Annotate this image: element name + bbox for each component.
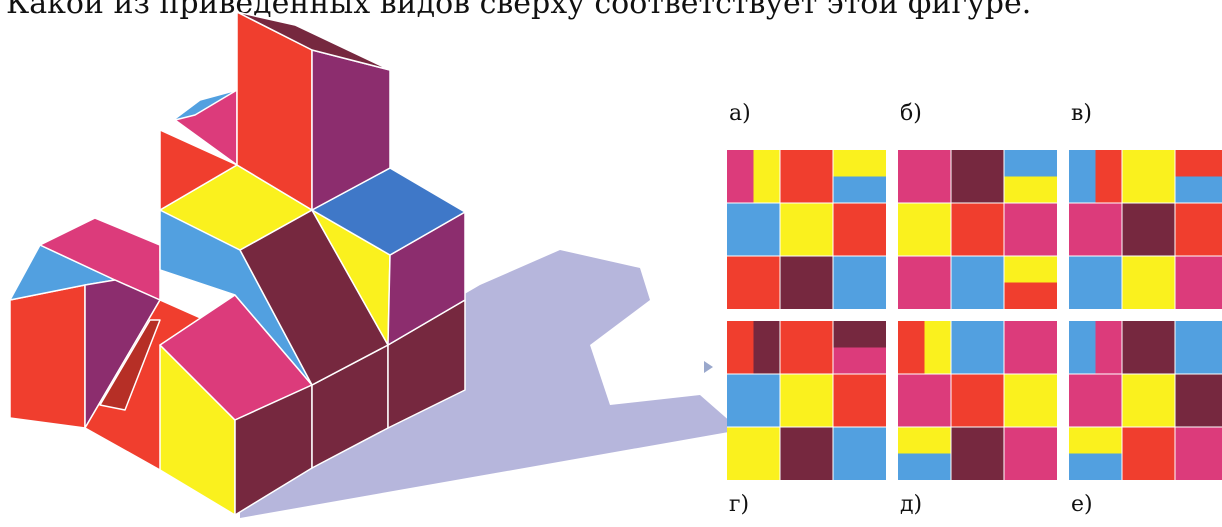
grid-cell-part [727, 321, 754, 374]
grid-cell-part [753, 321, 780, 374]
small-arrow-icon [704, 361, 713, 373]
left-dark-slope [99, 319, 161, 411]
grid-cell-part [1069, 427, 1122, 454]
grid-cell [1004, 427, 1057, 480]
grid-cell-part [1175, 150, 1222, 177]
grid-cell-part [1095, 321, 1122, 374]
tower-blue-top [159, 89, 238, 131]
grid-cell [951, 427, 1004, 480]
option-label: е) [1071, 492, 1093, 517]
isometric-figure [9, 11, 466, 516]
grid-cell [898, 256, 951, 309]
grid-cell [780, 150, 833, 203]
grid-cell [1122, 427, 1175, 480]
figure-shadow [240, 250, 740, 518]
grid-cell-part [1175, 176, 1222, 203]
grid-cell [1004, 321, 1057, 374]
grid-cell-part [924, 321, 951, 374]
grid-cell [833, 203, 886, 256]
grid-cell [780, 374, 833, 427]
option-label: б) [900, 101, 922, 126]
grid-cell [727, 374, 780, 427]
grid-cell-part [833, 321, 886, 348]
grid-cell-part [898, 453, 951, 480]
grid-cell-part [1069, 321, 1096, 374]
answer-options: а) б) в) г) д) е) [727, 101, 1222, 517]
grid-cell [898, 374, 951, 427]
left-block-front [9, 284, 86, 429]
grid-cell [1122, 321, 1175, 374]
grid-cell-part [1095, 150, 1122, 203]
grid-cell [1122, 374, 1175, 427]
grid-cell [1004, 374, 1057, 427]
grid-cell-part [1069, 453, 1122, 480]
grid-cell-part [833, 176, 886, 203]
grid-cell [780, 427, 833, 480]
grid-cell [1069, 203, 1122, 256]
grid-cell [1122, 256, 1175, 309]
option-grid-2[interactable]: б) [898, 101, 1057, 309]
grid-cell [780, 256, 833, 309]
grid-cell [1175, 427, 1222, 480]
option-grid-3[interactable]: в) [1069, 101, 1222, 309]
grid-cell [1122, 203, 1175, 256]
grid-cell [951, 374, 1004, 427]
grid-cell [1069, 256, 1122, 309]
grid-cell [833, 256, 886, 309]
option-grid-1[interactable]: а) [727, 101, 886, 309]
grid-cell [951, 321, 1004, 374]
grid-cell-part [727, 150, 754, 203]
grid-cell [1175, 203, 1222, 256]
grid-cell [1175, 374, 1222, 427]
option-grid-4[interactable]: г) [727, 321, 886, 517]
grid-cell-part [1069, 150, 1096, 203]
grid-cell-part [1004, 150, 1057, 177]
left-roof-back [39, 217, 161, 301]
grid-cell [780, 321, 833, 374]
tower-red-left [159, 129, 238, 211]
grid-cell [780, 203, 833, 256]
grid-cell [951, 203, 1004, 256]
grid-cell [898, 150, 951, 203]
grid-cell [1004, 203, 1057, 256]
grid-cell [727, 203, 780, 256]
grid-cell [898, 203, 951, 256]
grid-cell [727, 427, 780, 480]
grid-cell [951, 150, 1004, 203]
grid-cell-part [1004, 256, 1057, 283]
grid-cell [1175, 256, 1222, 309]
question-text: Какой из приведенных видов сверху соотве… [6, 0, 1032, 21]
option-grid-6[interactable]: е) [1069, 321, 1222, 517]
option-label: в) [1071, 101, 1092, 126]
grid-cell-part [1004, 282, 1057, 309]
grid-cell-part [833, 150, 886, 177]
grid-cell-part [753, 150, 780, 203]
option-grid-5[interactable]: д) [898, 321, 1057, 517]
grid-cell [1122, 150, 1175, 203]
grid-cell [833, 427, 886, 480]
option-label: д) [900, 492, 922, 517]
grid-cell [951, 256, 1004, 309]
grid-cell-part [1004, 176, 1057, 203]
option-label: а) [729, 101, 751, 126]
grid-cell-part [833, 347, 886, 374]
grid-cell [727, 256, 780, 309]
tower-maroon-top [236, 11, 391, 71]
grid-cell [833, 374, 886, 427]
grid-cell [1069, 374, 1122, 427]
grid-cell [1175, 321, 1222, 374]
option-label: г) [729, 492, 749, 517]
grid-cell-part [898, 321, 925, 374]
grid-cell-part [898, 427, 951, 454]
